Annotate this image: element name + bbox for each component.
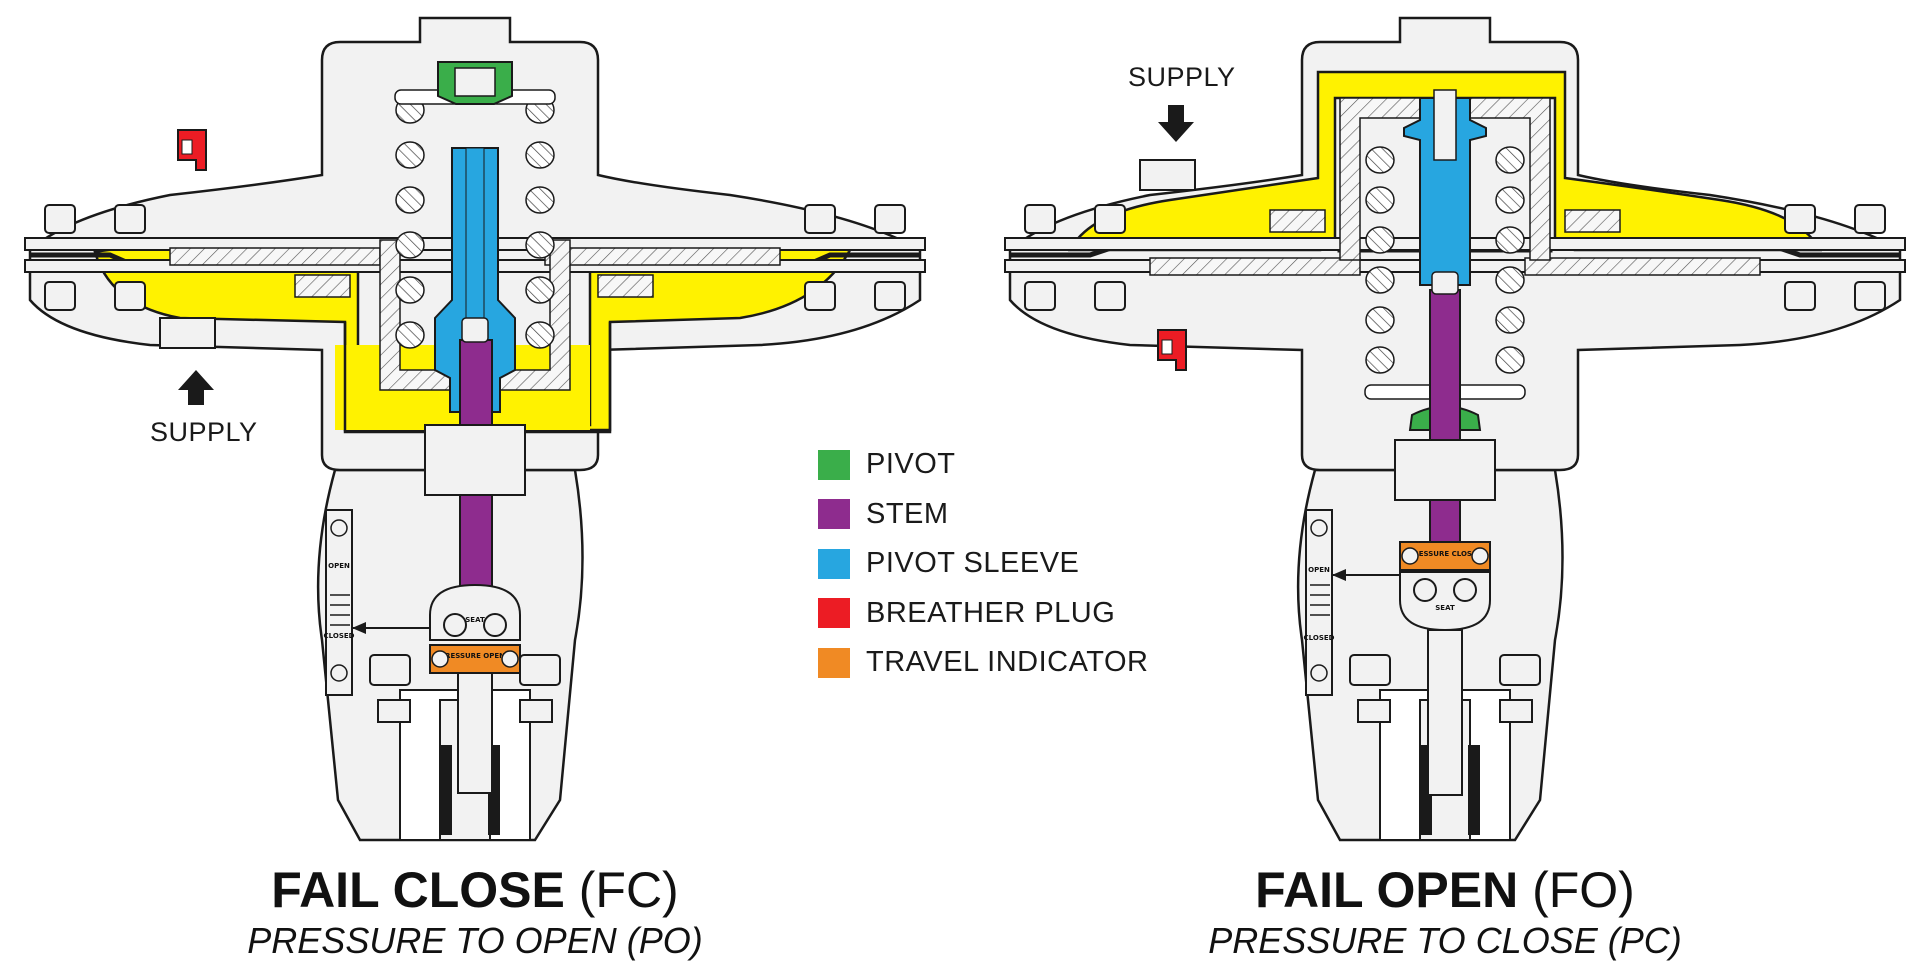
travel-scale: OPEN CLOSED bbox=[324, 509, 430, 696]
legend-item-travel-indicator: TRAVEL INDICATOR bbox=[818, 638, 1148, 688]
supply-label-left: SUPPLY bbox=[150, 417, 258, 447]
supply-arrow bbox=[1158, 105, 1194, 142]
legend-item-stem: STEM bbox=[818, 490, 1148, 540]
legend-item-breather-plug: BREATHER PLUG bbox=[818, 589, 1148, 639]
travel-indicator-label: PRESSURE CLOSES bbox=[1408, 550, 1482, 558]
caption-title-bold: FAIL CLOSE bbox=[271, 862, 565, 918]
legend-label: BREATHER PLUG bbox=[866, 596, 1116, 629]
scale-closed-label: CLOSED bbox=[1304, 634, 1335, 642]
pressure-chamber bbox=[1067, 70, 1823, 252]
flange-bolts bbox=[44, 204, 906, 311]
seat-label: SEAT bbox=[1435, 604, 1455, 612]
caption-right: FAIL OPEN (FO) PRESSURE TO CLOSE (PC) bbox=[1145, 862, 1745, 964]
legend: PIVOT STEM PIVOT SLEEVE BREATHER PLUG TR… bbox=[818, 440, 1148, 688]
legend-swatch bbox=[818, 598, 850, 629]
scale-closed-label: CLOSED bbox=[324, 632, 355, 640]
travel-scale: OPEN CLOSED bbox=[1304, 509, 1400, 696]
caption-title-abbrev: (FC) bbox=[578, 862, 679, 918]
caption-subtitle-left: PRESSURE TO OPEN (PO) bbox=[247, 920, 703, 961]
caption-title-right: FAIL OPEN (FO) bbox=[1145, 862, 1745, 918]
stem-coupling bbox=[429, 583, 521, 641]
caption-subtitle-right: PRESSURE TO CLOSE (PC) bbox=[1208, 920, 1682, 961]
scale-open-label: OPEN bbox=[1308, 566, 1330, 574]
stem-coupling bbox=[1399, 571, 1491, 632]
caption-title-bold: FAIL OPEN bbox=[1255, 862, 1519, 918]
fail-open-actuator: PRESSURE CLOSES SEAT OPEN CLOSED bbox=[1004, 16, 1906, 842]
diaphragm-plate bbox=[1149, 257, 1761, 276]
pivot-sleeve bbox=[1403, 97, 1487, 286]
legend-item-pivot-sleeve: PIVOT SLEEVE bbox=[818, 539, 1148, 589]
legend-label: PIVOT SLEEVE bbox=[866, 547, 1080, 580]
legend-label: STEM bbox=[866, 497, 949, 530]
flange-bolts bbox=[1024, 204, 1886, 311]
caption-title-left: FAIL CLOSE (FC) bbox=[175, 862, 775, 918]
legend-swatch bbox=[818, 548, 850, 579]
supply-arrow bbox=[178, 370, 214, 405]
supply-label-right: SUPPLY bbox=[1128, 62, 1236, 92]
stem bbox=[1429, 289, 1461, 546]
legend-label: PIVOT bbox=[866, 448, 956, 481]
travel-indicator-label: PRESSURE OPENS bbox=[440, 652, 510, 660]
legend-label: TRAVEL INDICATOR bbox=[866, 646, 1149, 679]
scale-open-label: OPEN bbox=[328, 562, 350, 570]
spring-cup bbox=[1339, 97, 1551, 261]
legend-swatch bbox=[818, 647, 850, 678]
legend-swatch bbox=[818, 499, 850, 530]
seat-label: SEAT bbox=[465, 616, 485, 624]
caption-title-abbrev: (FO) bbox=[1532, 862, 1635, 918]
legend-item-pivot: PIVOT bbox=[818, 440, 1148, 490]
caption-left: FAIL CLOSE (FC) PRESSURE TO OPEN (PO) bbox=[175, 862, 775, 964]
legend-swatch bbox=[818, 449, 850, 480]
fail-close-actuator: SEAT PRESSURE OPENS OPEN CLOSED bbox=[24, 16, 926, 842]
